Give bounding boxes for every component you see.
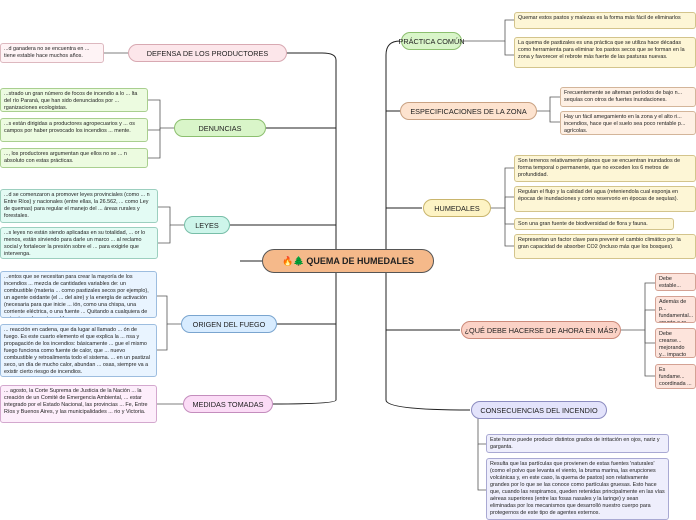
topic-consecuencias[interactable]: CONSECUENCIAS DEL INCENDIO: [471, 401, 607, 419]
subtopic-que-hacer-2[interactable]: Además de p... fundamental... apunte a r…: [655, 296, 696, 323]
topic-label: LEYES: [195, 220, 219, 230]
topic-label: ESPECIFICACIONES DE LA ZONA: [410, 106, 527, 116]
topic-especificaciones[interactable]: ESPECIFICACIONES DE LA ZONA: [400, 102, 537, 120]
subtopic-practica-1[interactable]: Quemar estos pastos y malezas es la form…: [514, 12, 696, 29]
subtopic-denuncias-2[interactable]: ...s están dirigidas a productores agrop…: [0, 118, 148, 142]
subtopic-medidas-1[interactable]: ... agosto, la Corte Suprema de Justicia…: [0, 385, 157, 423]
subtopic-especificaciones-1[interactable]: Frecuentemente se alternan períodos de b…: [560, 87, 696, 107]
topic-label: DENUNCIAS: [198, 123, 242, 133]
subtopic-defensa-1[interactable]: ...d ganadera no se encuentra en ... tie…: [0, 43, 104, 63]
subtopic-que-hacer-3[interactable]: Debe crearse... mejorando y... impacto a…: [655, 328, 696, 358]
topic-leyes[interactable]: LEYES: [184, 216, 230, 234]
topic-denuncias[interactable]: DENUNCIAS: [174, 119, 266, 137]
subtopic-consecuencias-2[interactable]: Resulta que las partículas que provienen…: [486, 458, 669, 520]
subtopic-leyes-2[interactable]: ...s leyes no están siendo aplicadas en …: [0, 227, 158, 259]
subtopic-consecuencias-1[interactable]: Este humo puede producir distintos grado…: [486, 434, 669, 453]
subtopic-que-hacer-1[interactable]: Debe estable... posibles foco...: [655, 273, 696, 291]
topic-origen-fuego[interactable]: ORIGEN DEL FUEGO: [181, 315, 277, 333]
topic-label: ORIGEN DEL FUEGO: [192, 319, 266, 329]
topic-que-hacer[interactable]: ¿QUÉ DEBE HACERSE DE AHORA EN MÁS?: [461, 321, 621, 339]
topic-label: PRÁCTICA COMÚN: [398, 36, 465, 46]
subtopic-humedales-3[interactable]: Son una gran fuente de biodiversidad de …: [514, 218, 674, 230]
subtopic-leyes-1[interactable]: ...d se comenzaron a promover leyes prov…: [0, 189, 158, 223]
topic-label: ¿QUÉ DEBE HACERSE DE AHORA EN MÁS?: [464, 325, 618, 335]
subtopic-especificaciones-2[interactable]: Hay un fácil amegamiento en la zona y el…: [560, 111, 696, 135]
topic-label: MEDIDAS TOMADAS: [192, 399, 264, 409]
subtopic-humedales-1[interactable]: Son terrenos relativamente planos que se…: [514, 155, 696, 182]
topic-defensa-productores[interactable]: DEFENSA DE LOS PRODUCTORES: [128, 44, 287, 62]
topic-humedales[interactable]: HUMEDALES: [423, 199, 491, 217]
fire-tree-icon: 🔥🌲: [281, 255, 305, 266]
subtopic-humedales-2[interactable]: Regulan el flujo y la calidad del agua (…: [514, 186, 696, 212]
subtopic-humedales-4[interactable]: Representan un factor clave para preveni…: [514, 234, 696, 259]
subtopic-denuncias-1[interactable]: ...strado un gran número de focos de inc…: [0, 88, 148, 112]
topic-practica-comun[interactable]: PRÁCTICA COMÚN: [398, 32, 465, 50]
subtopic-practica-2[interactable]: La quema de pastizales es una práctica q…: [514, 37, 696, 68]
subtopic-denuncias-3[interactable]: ..., los productores argumentan que ello…: [0, 148, 148, 168]
subtopic-origen-2[interactable]: ... reacción en cadena, que da lugar al …: [0, 324, 157, 377]
central-topic[interactable]: 🔥🌲 QUEMA DE HUMEDALES: [262, 249, 434, 273]
subtopic-que-hacer-4[interactable]: Es fundame... coordinada ... Nacional: [655, 364, 696, 389]
topic-label: DEFENSA DE LOS PRODUCTORES: [146, 48, 269, 58]
topic-label: HUMEDALES: [434, 203, 480, 213]
central-topic-title: QUEMA DE HUMEDALES: [306, 256, 415, 266]
topic-label: CONSECUENCIAS DEL INCENDIO: [480, 405, 598, 415]
subtopic-origen-1[interactable]: ...entos que se necesitan para crear la …: [0, 271, 157, 318]
topic-medidas-tomadas[interactable]: MEDIDAS TOMADAS: [183, 395, 273, 413]
